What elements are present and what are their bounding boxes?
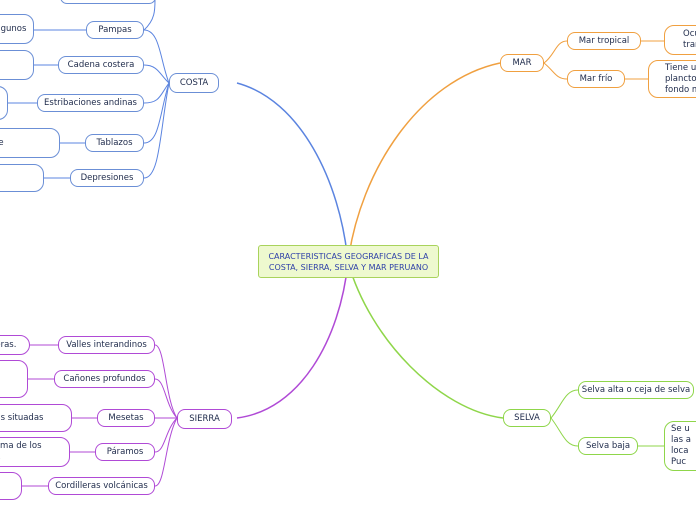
connector-center-costa [236,82,349,263]
costa-child-depresiones[interactable]: Depresiones [70,169,144,187]
costa-child-tablazos[interactable]: Tablazos [85,134,144,152]
sierra-leaf-mesetas[interactable]: las situadas [0,404,72,432]
sierra-leaf-cordilleras[interactable]: el [0,472,22,500]
sierra-child-valles-interandinos[interactable]: Valles interandinos [58,336,155,354]
branch-costa[interactable]: COSTA [169,73,219,93]
mar-child-mar-tropical[interactable]: Mar tropical [567,32,641,50]
costa-leaf-cadena[interactable]: o s. [0,50,34,80]
costa-top-partial-node[interactable] [60,0,156,4]
selva-child-selva-alta[interactable]: Selva alta o ceja de selva [578,381,694,399]
mar-leaf-tropical[interactable]: Ocu tran [664,25,696,55]
costa-child-pampas[interactable]: Pampas [86,21,144,39]
branch-mar[interactable]: MAR [500,54,544,72]
selva-leaf-baja[interactable]: Se u las a loca Puc [664,421,696,471]
sierra-leaf-valles[interactable]: leras. [0,335,30,355]
selva-child-selva-baja[interactable]: Selva baja [578,437,638,455]
branch-selva[interactable]: SELVA [503,409,551,427]
sierra-child-paramos[interactable]: Páramos [95,443,155,461]
mar-child-mar-frio[interactable]: Mar frío [567,70,625,88]
mar-leaf-frio[interactable]: Tiene u plancto fondo m [648,60,696,98]
branch-sierra[interactable]: SIERRA [177,409,232,429]
costa-child-cadena-costera[interactable]: Cadena costera [58,56,144,74]
connector-center-selva [347,261,504,419]
costa-leaf-depresiones[interactable] [0,164,44,192]
sierra-child-mesetas[interactable]: Mesetas [97,409,155,427]
connector-center-sierra [236,261,349,419]
costa-child-estribaciones-andinas[interactable]: Estribaciones andinas [37,94,144,112]
connector-center-mar [347,62,501,263]
costa-leaf-pampas[interactable]: algunos [0,14,34,44]
sierra-child-canones-profundos[interactable]: Cañones profundos [54,370,155,388]
sierra-leaf-canones[interactable] [0,360,28,398]
sierra-leaf-paramos[interactable]: cima de los a. [0,437,70,467]
costa-leaf-tablazos[interactable]: de [0,128,60,158]
central-topic[interactable]: CARACTERISTICAS GEOGRAFICAS DE LA COSTA,… [258,245,439,278]
sierra-child-cordilleras-volcanicas[interactable]: Cordilleras volcánicas [48,477,155,495]
